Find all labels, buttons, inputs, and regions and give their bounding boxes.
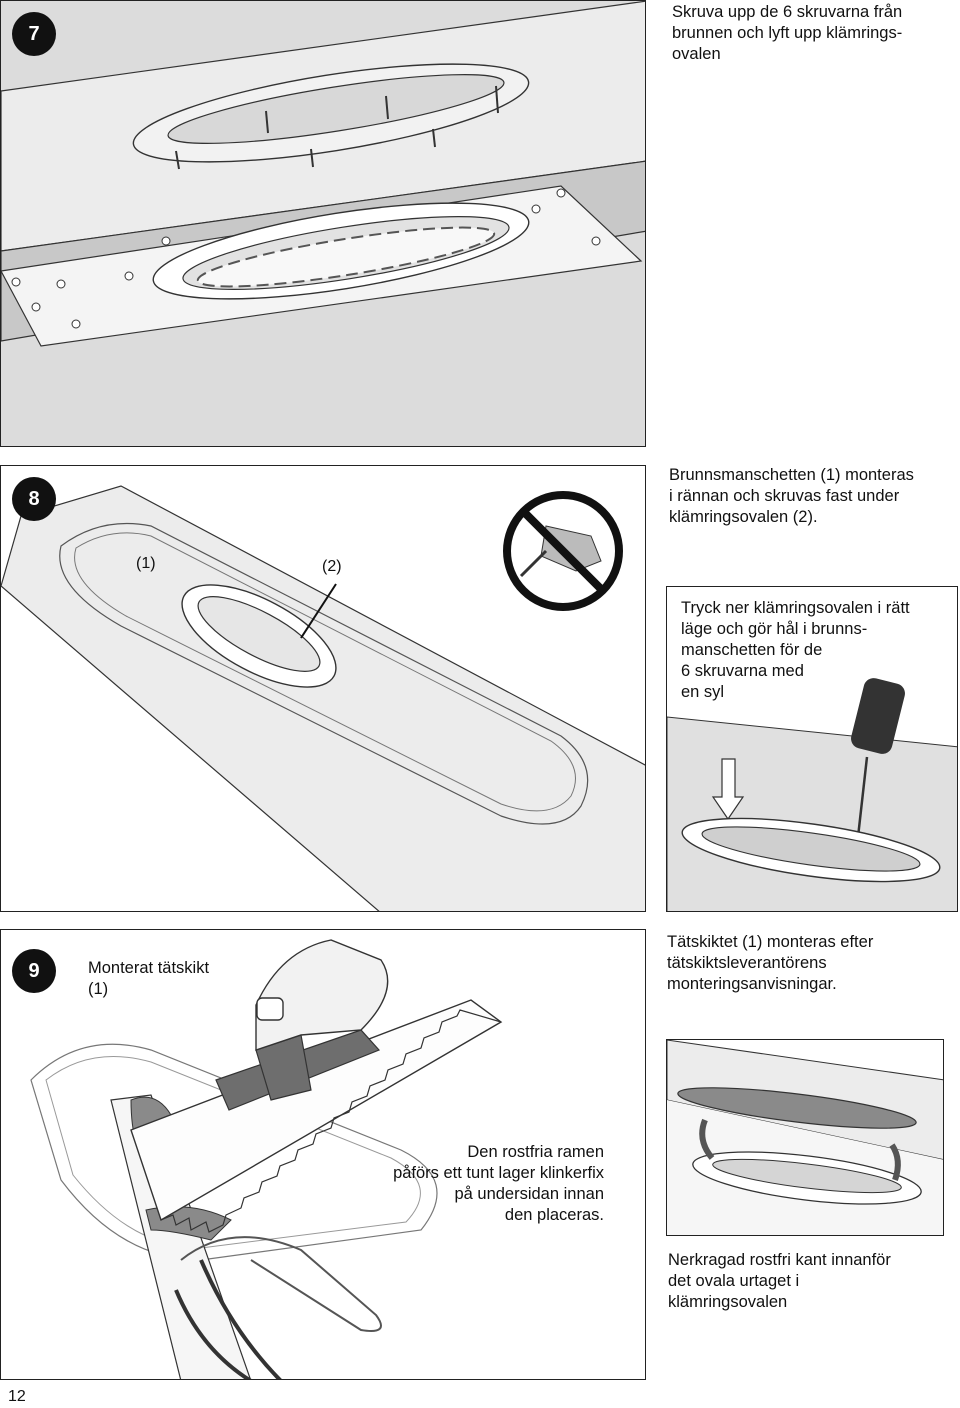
- step9-inset-panel: [666, 1039, 944, 1236]
- step9-description: Tätskiktet (1) monteras efter tätskiktsl…: [667, 933, 874, 993]
- step9-drawing: [30, 939, 503, 1379]
- step8-drawing: [1, 485, 645, 911]
- step8-callout-1: (1): [136, 555, 156, 572]
- step9-illustration-panel: [0, 929, 646, 1380]
- step7-illustration-panel: [0, 0, 646, 447]
- step8-illustration-panel: [0, 465, 646, 912]
- step9-label: Monterat tätskikt (1): [88, 959, 210, 998]
- step9-inset-caption: Nerkragad rostfri kant innanför det oval…: [668, 1251, 891, 1311]
- step7-drawing: [1, 1, 645, 446]
- step9-number-badge: 9: [12, 949, 56, 993]
- step8-description: Brunnsmanschetten (1) monteras i rännan …: [669, 466, 914, 526]
- step8-inset-instruction: Tryck ner klämringsovalen i rätt läge oc…: [681, 599, 910, 701]
- step8-callout-2: (2): [322, 558, 342, 575]
- step7-number-badge: 7: [12, 12, 56, 56]
- step8-inset-panel: [666, 586, 958, 912]
- step8-number-badge: 8: [12, 477, 56, 521]
- step7-description: Skruva upp de 6 skruvarna från brunnen o…: [672, 3, 903, 63]
- page-number: 12: [8, 1388, 26, 1405]
- step9-inset-drawing: [667, 1040, 943, 1235]
- step9-trowel-instruction: Den rostfria ramen påförs ett tunt lager…: [393, 1143, 604, 1224]
- step8-inset-drawing: [667, 678, 957, 911]
